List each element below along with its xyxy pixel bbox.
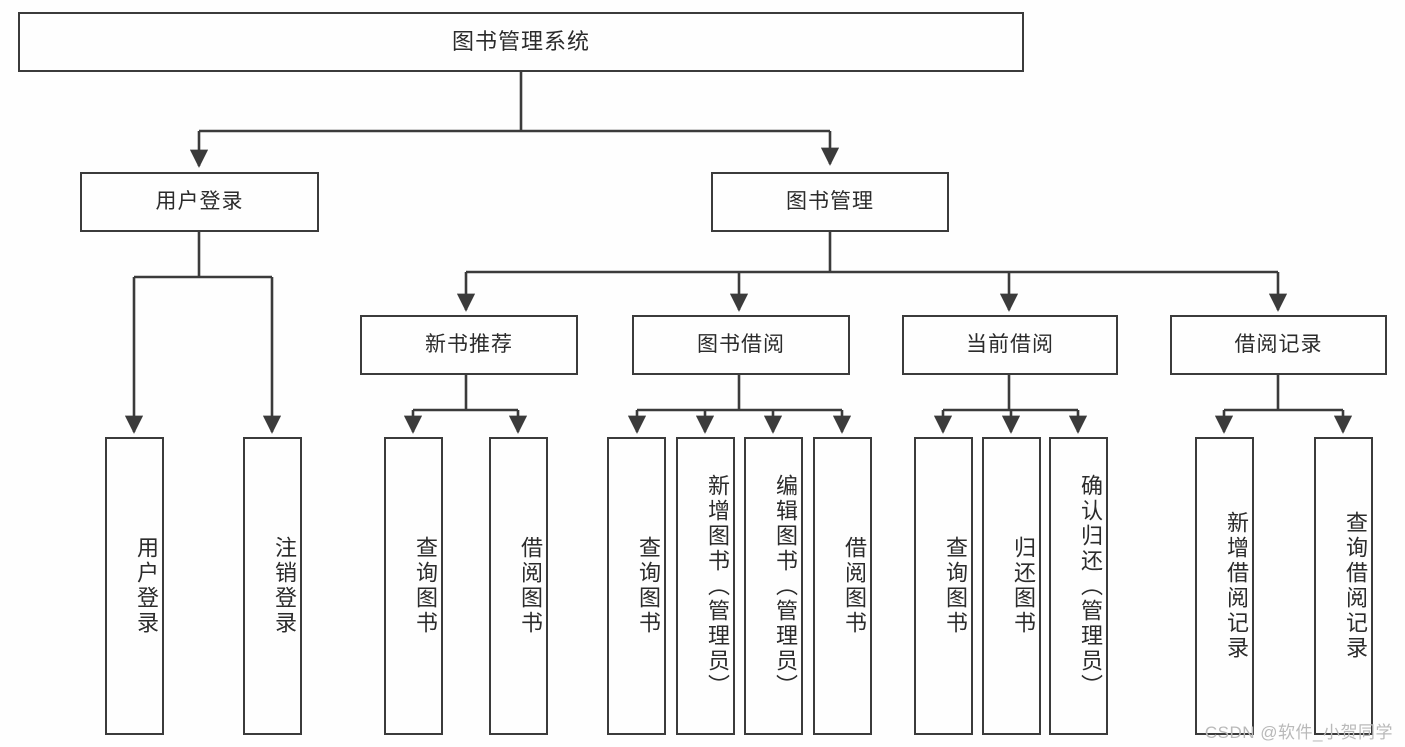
- node-new-book-rec[interactable]: 新书推荐: [360, 315, 578, 375]
- node-leaf-user-login[interactable]: 用户登录: [105, 437, 164, 735]
- node-current-borrow-label: 当前借阅: [966, 333, 1054, 357]
- node-leaf-query-book-1-label: 查询图书: [413, 536, 438, 636]
- node-leaf-return-book[interactable]: 归还图书: [982, 437, 1041, 735]
- node-leaf-borrow-book-1[interactable]: 借阅图书: [489, 437, 548, 735]
- node-leaf-query-book-2[interactable]: 查询图书: [607, 437, 666, 735]
- node-book-manage[interactable]: 图书管理: [711, 172, 949, 232]
- node-leaf-user-logout-label: 注销登录: [272, 536, 297, 636]
- node-new-book-rec-label: 新书推荐: [425, 333, 513, 357]
- node-borrow-record-label: 借阅记录: [1234, 333, 1323, 357]
- node-leaf-query-book-3[interactable]: 查询图书: [914, 437, 973, 735]
- node-leaf-edit-book[interactable]: 编辑图书（管理员）: [744, 437, 803, 735]
- node-leaf-query-book-3-label: 查询图书: [943, 536, 968, 636]
- node-leaf-user-login-label: 用户登录: [134, 536, 159, 636]
- node-leaf-confirm-return-label: 确认归还（管理员）: [1078, 473, 1103, 699]
- node-book-borrow-label: 图书借阅: [697, 333, 785, 357]
- node-leaf-add-record[interactable]: 新增借阅记录: [1195, 437, 1254, 735]
- node-leaf-query-record-label: 查询借阅记录: [1343, 511, 1368, 661]
- node-leaf-borrow-book-2-label: 借阅图书: [842, 536, 867, 636]
- node-user-login-label: 用户登录: [155, 190, 244, 214]
- node-leaf-add-book-label: 新增图书（管理员）: [705, 473, 730, 699]
- node-leaf-query-record[interactable]: 查询借阅记录: [1314, 437, 1373, 735]
- node-borrow-record[interactable]: 借阅记录: [1170, 315, 1387, 375]
- node-leaf-add-record-label: 新增借阅记录: [1224, 511, 1249, 661]
- node-leaf-user-logout[interactable]: 注销登录: [243, 437, 302, 735]
- node-book-manage-label: 图书管理: [786, 190, 874, 214]
- node-leaf-return-book-label: 归还图书: [1011, 536, 1036, 636]
- node-leaf-add-book[interactable]: 新增图书（管理员）: [676, 437, 735, 735]
- node-leaf-query-book-2-label: 查询图书: [636, 536, 661, 636]
- node-book-borrow[interactable]: 图书借阅: [632, 315, 850, 375]
- node-root[interactable]: 图书管理系统: [18, 12, 1024, 72]
- node-leaf-confirm-return[interactable]: 确认归还（管理员）: [1049, 437, 1108, 735]
- node-leaf-borrow-book-1-label: 借阅图书: [518, 536, 543, 636]
- node-current-borrow[interactable]: 当前借阅: [902, 315, 1118, 375]
- node-leaf-edit-book-label: 编辑图书（管理员）: [773, 473, 798, 699]
- node-root-label: 图书管理系统: [451, 28, 590, 54]
- node-leaf-borrow-book-2[interactable]: 借阅图书: [813, 437, 872, 735]
- node-user-login[interactable]: 用户登录: [80, 172, 319, 232]
- watermark: CSDN @软件_小贺同学: [1204, 723, 1393, 742]
- node-leaf-query-book-1[interactable]: 查询图书: [384, 437, 443, 735]
